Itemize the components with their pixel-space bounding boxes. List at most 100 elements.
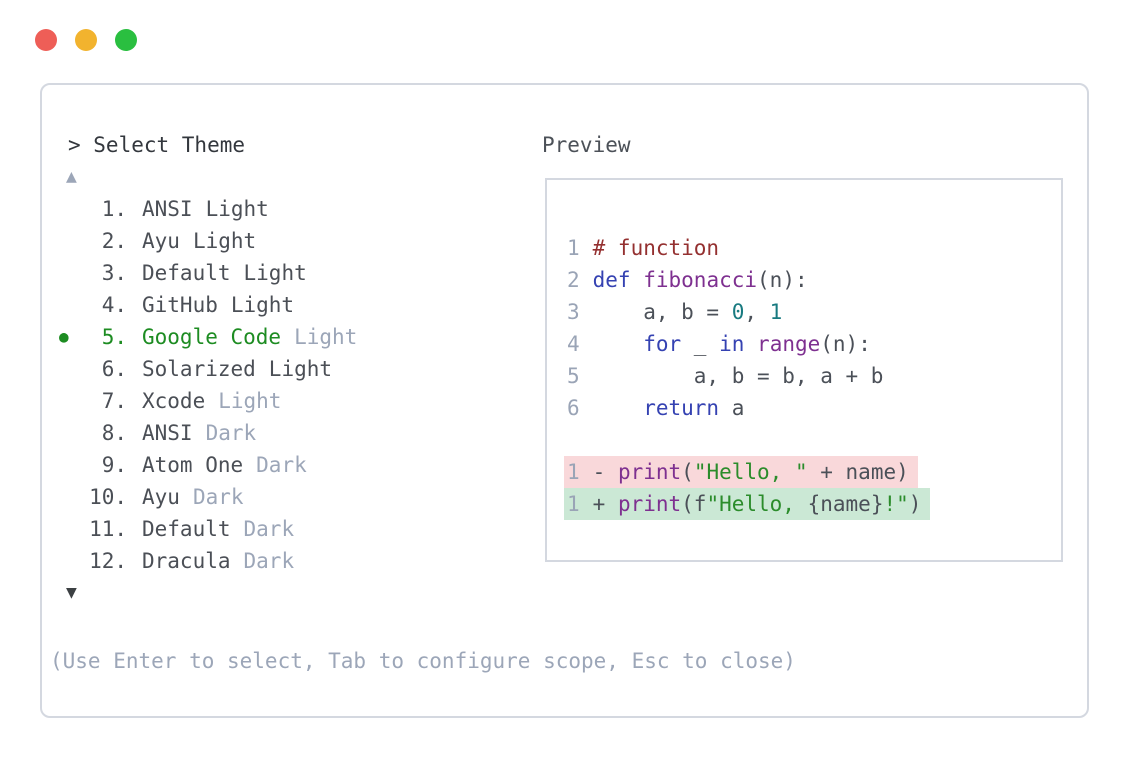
code-token: print xyxy=(617,460,682,484)
theme-number: 3. xyxy=(101,261,127,285)
theme-name: ANSI xyxy=(142,421,193,445)
theme-name: Atom One xyxy=(142,453,244,477)
theme-variant: Dark xyxy=(243,517,295,541)
code-token: ( xyxy=(681,460,694,484)
theme-variant: Light xyxy=(243,261,307,285)
zoom-button[interactable] xyxy=(115,29,137,51)
code-text: a, b = 0, 1 xyxy=(592,300,782,324)
code-token: print xyxy=(617,492,682,516)
theme-name: Ayu xyxy=(142,485,180,509)
diff-line-add: 1+ print(f"Hello, {name}!") xyxy=(564,488,931,520)
marker-slot xyxy=(59,449,85,481)
theme-item[interactable]: 6. Solarized Light xyxy=(42,353,357,385)
preview-panel: 1 # function 2 def fibonacci(n): 3 a, b = 0,… xyxy=(545,178,1063,562)
code-token: {name} xyxy=(807,492,884,516)
theme-number: 7. xyxy=(101,389,127,413)
marker-slot xyxy=(59,289,85,321)
code-line: 2 def fibonacci(n): xyxy=(567,264,930,296)
line-number: 2 xyxy=(567,268,580,292)
marker-slot xyxy=(59,257,85,289)
code-token: range xyxy=(757,332,821,356)
theme-name: Default xyxy=(142,517,231,541)
code-line: 3 a, b = 0, 1 xyxy=(567,296,930,328)
line-number: 1 xyxy=(567,236,580,260)
theme-variant: Light xyxy=(218,389,282,413)
code-token: _ xyxy=(681,332,720,356)
marker-slot xyxy=(59,545,85,577)
code-text: a, b = b, a + b xyxy=(593,364,884,388)
code-token: (f xyxy=(681,492,707,516)
code-token: a xyxy=(719,396,745,420)
code-token: - xyxy=(592,460,618,484)
theme-variant: Light xyxy=(294,325,358,349)
code-token: !" xyxy=(883,492,909,516)
marker-slot xyxy=(59,481,85,513)
close-button[interactable] xyxy=(35,29,57,51)
code-text: for _ in range(n): xyxy=(593,332,871,356)
theme-number: 1. xyxy=(101,197,127,221)
theme-number: 6. xyxy=(101,357,127,381)
window-controls xyxy=(35,29,137,51)
theme-number: 2. xyxy=(101,229,127,253)
code-token: return xyxy=(643,396,720,420)
marker-slot xyxy=(59,417,85,449)
scroll-up-icon[interactable]: ▲ xyxy=(66,166,77,187)
code-text: # function xyxy=(593,236,719,260)
code-token: "Hello, xyxy=(706,492,808,516)
selected-indicator-icon: ● xyxy=(59,327,69,346)
code-token: a, b = xyxy=(592,300,732,324)
code-text: + print(f"Hello, {name}!") xyxy=(593,492,922,516)
theme-name: Ayu xyxy=(142,229,180,253)
minimize-button[interactable] xyxy=(75,29,97,51)
code-text: - print("Hello, " + name) xyxy=(593,460,909,484)
preview-title: Preview xyxy=(542,133,631,157)
code-token: (n): xyxy=(820,332,871,356)
theme-name: Default xyxy=(142,261,231,285)
theme-number: 4. xyxy=(101,293,127,317)
line-number: 1 xyxy=(567,460,580,484)
diff-highlight-del: 1 - print("Hello, " + name) xyxy=(564,456,918,488)
code-token: for xyxy=(643,332,682,356)
marker-slot xyxy=(59,193,85,225)
code-token: , xyxy=(744,300,770,324)
theme-variant: Light xyxy=(205,197,269,221)
theme-variant: Light xyxy=(230,293,295,317)
theme-item[interactable]: 1. ANSI Light xyxy=(42,193,357,225)
diff-highlight-add: 1+ print(f"Hello, {name}!") xyxy=(564,488,931,520)
theme-variant: Light xyxy=(268,357,333,381)
theme-number: 10. xyxy=(89,485,127,509)
line-number: 6 xyxy=(567,396,580,420)
theme-item[interactable]: 2. Ayu Light xyxy=(42,225,357,257)
code-token: 0 xyxy=(731,300,745,324)
blank-line xyxy=(567,424,930,456)
marker-slot xyxy=(59,353,85,385)
scroll-down-icon[interactable]: ▼ xyxy=(66,582,77,603)
code-text: def fibonacci(n): xyxy=(593,268,808,292)
code-token: ) xyxy=(908,492,922,516)
theme-item[interactable]: 3. Default Light xyxy=(42,257,357,289)
keyboard-hint: (Use Enter to select, Tab to configure s… xyxy=(50,649,796,673)
theme-number: 8. xyxy=(101,421,127,445)
line-number: 4 xyxy=(567,332,580,356)
theme-number: 12. xyxy=(89,549,127,573)
theme-name: ANSI xyxy=(142,197,193,221)
code-token xyxy=(593,332,644,356)
code-token xyxy=(744,332,757,356)
theme-variant: Dark xyxy=(243,549,295,573)
code-line: 6 return a xyxy=(567,392,930,424)
code-token xyxy=(593,396,644,420)
theme-name: Solarized xyxy=(142,357,256,381)
theme-variant: Light xyxy=(192,229,257,253)
code-token: a, b = b, a + b xyxy=(592,364,884,388)
